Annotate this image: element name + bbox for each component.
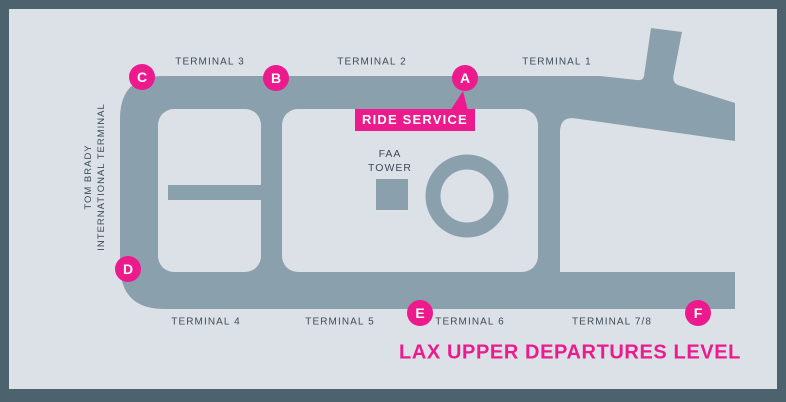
terminal-5-label: TERMINAL 5 xyxy=(305,316,375,328)
ride-service-callout: RIDE SERVICE xyxy=(355,109,475,131)
pickup-marker-b[interactable]: B xyxy=(263,65,289,91)
pickup-marker-e[interactable]: E xyxy=(407,300,433,326)
terminal-7-8-label: TERMINAL 7/8 xyxy=(571,316,653,328)
pickup-marker-c[interactable]: C xyxy=(129,64,155,90)
faa-tower-building xyxy=(376,179,408,210)
pickup-marker-a[interactable]: A xyxy=(452,65,478,91)
terminal-3-label: TERMINAL 3 xyxy=(175,56,245,68)
west-road-stub xyxy=(168,185,268,200)
terminal-2-label: TERMINAL 2 xyxy=(337,56,407,68)
faa-label-line2: TOWER xyxy=(368,162,412,174)
map-title: LAX UPPER DEPARTURES LEVEL xyxy=(399,341,741,364)
terminal-4-label: TERMINAL 4 xyxy=(171,316,241,328)
intl-label-line2: INTERNATIONAL TERMINAL xyxy=(96,103,107,251)
terminal-1-label: TERMINAL 1 xyxy=(522,56,592,68)
tom-brady-international-terminal-label: TOM BRADY INTERNATIONAL TERMINAL xyxy=(82,103,108,250)
intl-label-line1: TOM BRADY xyxy=(83,144,94,210)
ride-service-pointer xyxy=(450,91,468,111)
faa-tower-label: FAA TOWER xyxy=(368,147,412,175)
terminal-6-label: TERMINAL 6 xyxy=(435,316,505,328)
center-ring-road xyxy=(425,154,509,238)
terminal-island-east xyxy=(560,118,735,272)
pickup-marker-d[interactable]: D xyxy=(115,256,141,282)
faa-label-line1: FAA xyxy=(378,148,402,160)
pickup-marker-f[interactable]: F xyxy=(685,300,711,326)
